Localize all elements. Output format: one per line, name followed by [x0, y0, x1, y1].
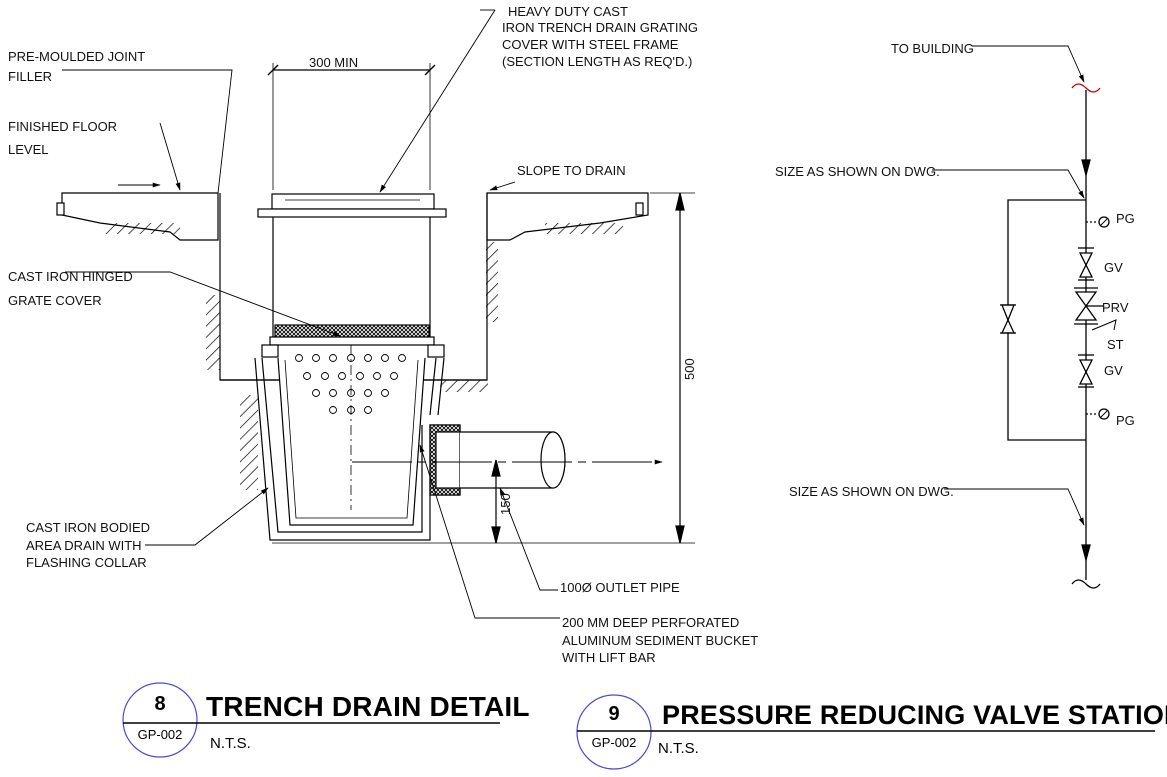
- label-size-top: SIZE AS SHOWN ON DWG.: [775, 164, 940, 179]
- detail-bubble: [576, 694, 652, 770]
- sheet-reference: GP-002: [592, 735, 637, 750]
- earth-hatch: [486, 242, 498, 322]
- label-grating-cover-3: COVER WITH STEEL FRAME: [502, 37, 679, 52]
- label-area-drain-2: AREA DRAIN WITH: [26, 538, 142, 553]
- earth-hatch: [440, 380, 488, 392]
- label-size-bottom: SIZE AS SHOWN ON DWG.: [789, 484, 954, 499]
- prv-station-detail: [932, 45, 1117, 589]
- bypass-valve: [1000, 304, 1016, 334]
- label-grating-cover-1: HEAVY DUTY CAST: [508, 4, 628, 19]
- hinged-grate-cover: [274, 324, 430, 338]
- prv-labels: TO BUILDING SIZE AS SHOWN ON DWG. SIZE A…: [775, 41, 1135, 499]
- trench-labels: HEAVY DUTY CAST IRON TRENCH DRAIN GRATIN…: [8, 4, 758, 665]
- label-floor-level-1: FINISHED FLOOR: [8, 119, 117, 134]
- label-pg-bottom: PG: [1116, 413, 1135, 428]
- label-bucket-3: WITH LIFT BAR: [562, 650, 656, 665]
- detail-scale: N.T.S.: [658, 740, 699, 757]
- dim-outlet: 150: [498, 493, 513, 515]
- label-hinged-grate-2: GRATE COVER: [8, 293, 102, 308]
- label-to-building: TO BUILDING: [891, 41, 974, 56]
- label-grating-cover-2: IRON TRENCH DRAIN GRATING: [502, 20, 698, 35]
- title-block-8: 8 GP-002 TRENCH DRAIN DETAIL N.T.S.: [122, 682, 530, 758]
- label-joint-filler-2: FILLER: [8, 69, 52, 84]
- detail-scale: N.T.S.: [210, 735, 251, 752]
- dim-depth: 500: [682, 358, 697, 380]
- label-st: ST: [1107, 337, 1124, 352]
- label-area-drain-1: CAST IRON BODIED: [26, 520, 150, 535]
- sediment-bucket: [277, 357, 426, 526]
- earth-hatch: [545, 223, 623, 234]
- break-mark-bottom: [1071, 579, 1101, 589]
- label-pg-top: PG: [1116, 211, 1135, 226]
- earth-hatch: [206, 295, 220, 370]
- dim-width: 300 MIN: [309, 55, 358, 70]
- earth-hatch: [105, 223, 180, 234]
- pressure-gauge-top: [1086, 216, 1110, 228]
- trench-concrete: [219, 193, 488, 381]
- label-bucket-1: 200 MM DEEP PERFORATED: [562, 615, 739, 630]
- detail-number: 9: [608, 703, 619, 725]
- label-gv-bottom: GV: [1104, 363, 1123, 378]
- gate-valve-top: [1078, 247, 1094, 281]
- label-joint-filler-1: PRE-MOULDED JOINT: [8, 49, 145, 64]
- pressure-reducing-valve: [1074, 287, 1117, 331]
- bypass-pipe: [1007, 199, 1086, 441]
- title-block-9: 9 GP-002 PRESSURE REDUCING VALVE STATION…: [576, 694, 1167, 770]
- label-slope: SLOPE TO DRAIN: [517, 163, 626, 178]
- detail-title: TRENCH DRAIN DETAIL: [206, 691, 530, 722]
- label-bucket-2: ALUMINUM SEDIMENT BUCKET: [562, 633, 758, 648]
- gate-valve-bottom: [1078, 354, 1094, 388]
- sheet-reference: GP-002: [138, 727, 183, 742]
- label-hinged-grate-1: CAST IRON HINGED: [8, 269, 133, 284]
- heavy-duty-grating: [271, 193, 435, 210]
- earth-hatch: [240, 395, 258, 490]
- pressure-gauge-bottom: [1086, 408, 1110, 420]
- label-outlet-pipe: 100Ø OUTLET PIPE: [560, 580, 680, 595]
- detail-bubble: [122, 682, 198, 758]
- label-gv-top: GV: [1104, 260, 1123, 275]
- label-prv: PRV: [1102, 300, 1129, 315]
- detail-title: PRESSURE REDUCING VALVE STATION: [662, 700, 1167, 730]
- label-area-drain-3: FLASHING COLLAR: [26, 555, 147, 570]
- label-floor-level-2: LEVEL: [8, 142, 48, 157]
- detail-number: 8: [154, 693, 165, 715]
- label-grating-cover-4: (SECTION LENGTH AS REQ'D.): [502, 54, 692, 69]
- break-mark-top: [1071, 83, 1101, 93]
- trench-drain-detail: [56, 9, 695, 619]
